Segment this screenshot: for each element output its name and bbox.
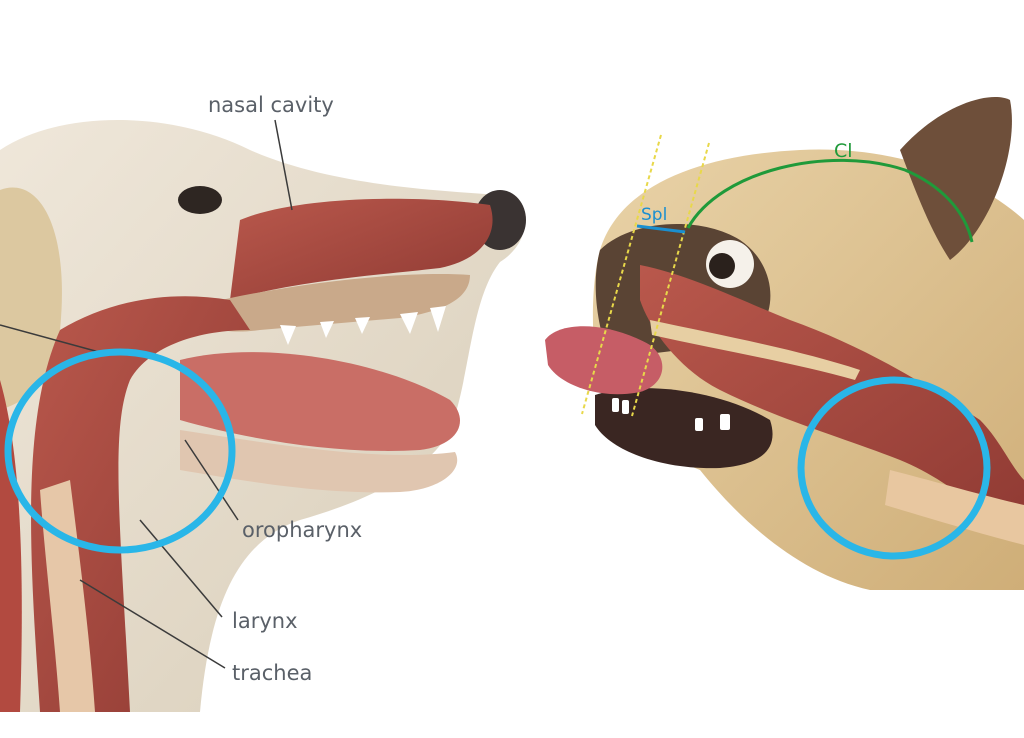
pug-teeth — [612, 398, 730, 431]
pug-guide-line-2 — [631, 142, 710, 417]
label-oropharynx: oropharynx — [242, 518, 362, 542]
right-pug-illustration: Spl Cl — [545, 97, 1024, 590]
pug-trachea — [885, 470, 1024, 545]
pug-palate — [650, 320, 860, 380]
label-larynx: larynx — [232, 609, 298, 633]
leader-nasal-cavity — [274, 119, 293, 211]
left-trachea — [40, 480, 95, 712]
label-trachea: trachea — [232, 661, 312, 685]
leader-left-edge — [0, 324, 111, 356]
label-cl: Cl — [834, 140, 853, 162]
pug-guide-line-1 — [581, 134, 662, 415]
left-highlight-circle — [4, 348, 236, 554]
left-dog-eye — [178, 186, 222, 214]
label-nasal-cavity: nasal cavity — [208, 93, 334, 117]
leader-oropharynx — [184, 439, 239, 521]
pug-eye-pupil — [709, 253, 735, 279]
pug-mouth — [595, 388, 773, 469]
spl-line — [636, 224, 686, 234]
left-dog-illustration: nasal cavity oropharynx larynx trachea — [0, 93, 526, 712]
pug-ear — [900, 97, 1012, 260]
leader-larynx — [139, 519, 223, 618]
left-tongue — [180, 352, 460, 451]
left-upper-teeth — [280, 306, 446, 345]
left-airway — [31, 296, 251, 712]
left-dog-ear — [0, 187, 62, 410]
label-spl: Spl — [641, 205, 667, 225]
left-lower-jaw — [180, 430, 458, 493]
cl-arc — [686, 158, 974, 243]
right-highlight-circle — [797, 376, 991, 560]
leader-trachea — [79, 579, 226, 669]
pug-tongue — [545, 326, 663, 395]
left-nasal-cavity — [230, 198, 493, 300]
